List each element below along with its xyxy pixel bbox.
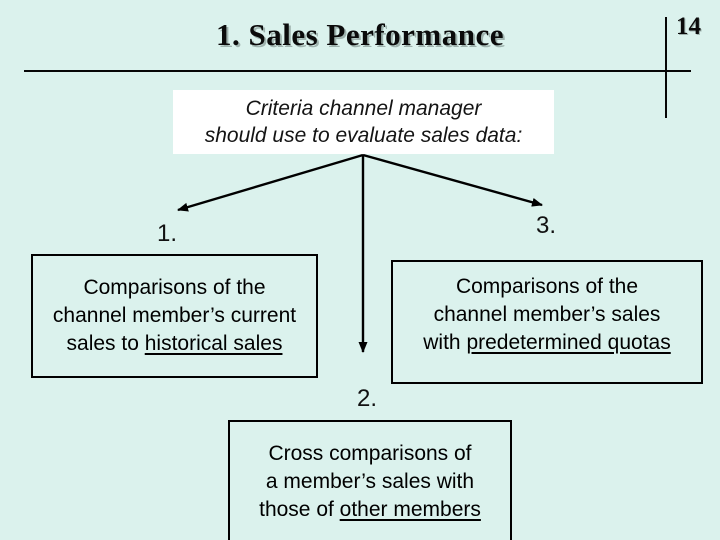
title-underline-rule [24,70,691,72]
box1-underlined-phrase: historical sales [144,332,283,355]
box1-line-1: Comparisons of the [83,276,266,299]
criteria-line-1: Criteria channel manager [245,97,482,120]
box2-line-2: a member’s sales with [265,470,475,493]
right-vertical-rule [665,17,667,118]
arrow-down-right-icon [362,153,543,207]
slide-title: 1. Sales Performance [215,17,505,52]
page-number: 14 [676,13,701,40]
criteria-line-2: should use to evaluate sales data: [204,124,523,147]
box2-line-1: Cross comparisons of [268,442,472,465]
box1-line-3: sales to historical sales [33,330,316,358]
arrow-down-left-icon [177,153,364,212]
box3-line-1: Comparisons of the [455,275,639,298]
box3-line-3: with predetermined quotas [393,329,701,357]
label-number-2: 2. [357,385,378,412]
criteria-box-historical-sales: Comparisons of the channel member’s curr… [31,254,318,378]
box3-line-2: channel member’s sales [433,303,661,326]
criteria-box-other-members: Cross comparisons of a member’s sales wi… [228,420,512,540]
box1-line-2: channel member’s current [52,304,297,327]
label-number-1: 1. [157,220,178,247]
label-number-3: 3. [536,212,557,239]
criteria-box-predetermined-quotas: Comparisons of the channel member’s sale… [391,260,703,384]
criteria-header-box: Criteria channel manager should use to e… [173,90,554,154]
box2-line-3: those of other members [230,496,510,524]
box1-line3-text: sales to [66,332,145,355]
box2-line3-text: those of [259,498,340,521]
box3-line3-text: with [423,331,467,354]
box2-underlined-phrase: other members [339,498,481,521]
box3-underlined-phrase: predetermined quotas [466,331,671,354]
